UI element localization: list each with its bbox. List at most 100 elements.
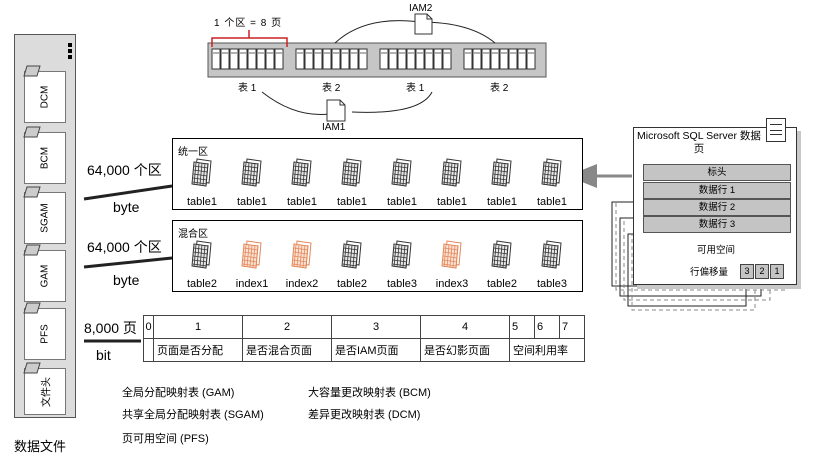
strip-page <box>415 48 425 70</box>
extent-group-label: 表 1 <box>238 83 257 94</box>
strip-page <box>229 48 239 70</box>
strip-page <box>406 48 416 70</box>
strip-page <box>274 48 284 70</box>
strip-page <box>388 48 398 70</box>
iam1-label: IAM1 <box>322 122 346 133</box>
bitmap-block-label: BCM <box>39 146 51 170</box>
data-page-icon <box>541 240 562 269</box>
extent-strip <box>207 42 547 78</box>
pfs-unit: bit <box>96 347 111 363</box>
page-header-row: 标头 <box>643 164 791 181</box>
uniform-extent-page: table1 <box>475 157 529 208</box>
mixed-extent-page: index2 <box>275 239 329 290</box>
mixed-connector-line <box>83 256 173 269</box>
page-owner-label: table2 <box>487 278 517 290</box>
extent-bracket <box>211 30 288 47</box>
uniform-connector-line <box>83 184 173 201</box>
pfs-bit-table: 0 1 2 3 4 5 6 7 页面是否分配 是否混合页面 是否IAM页面 是否… <box>143 315 585 362</box>
bitmap-block: PFS <box>23 302 66 360</box>
mini-page-icon <box>23 244 41 256</box>
bitmap-block-label: DCM <box>39 85 51 109</box>
strip-page <box>379 48 389 70</box>
page-owner-label: table1 <box>287 196 317 208</box>
strip-page <box>331 48 341 70</box>
data-page-icon <box>241 158 262 187</box>
mini-page-icon <box>23 302 41 314</box>
page-owner-label: table2 <box>187 278 217 290</box>
strip-page <box>304 48 314 70</box>
uniform-extent-title: 统一区 <box>178 147 208 158</box>
free-space-label: 可用空间 <box>696 245 735 256</box>
page-owner-label: table1 <box>237 196 267 208</box>
bitmap-block: DCM <box>23 65 66 123</box>
mixed-extent-title: 混合区 <box>178 229 208 240</box>
bit-0-meaning <box>143 338 154 362</box>
strip-page <box>220 48 230 70</box>
page-owner-label: index2 <box>285 278 319 290</box>
data-page-icon <box>191 158 212 187</box>
data-row-3: 数据行 3 <box>643 216 791 233</box>
data-row-1: 数据行 1 <box>643 182 791 199</box>
page-owner-label: table1 <box>487 196 517 208</box>
bitmap-block: GAM <box>23 244 66 302</box>
legend-bcm: 大容量更改映射表 (BCM) <box>308 387 431 399</box>
bitmap-block: 文件头 <box>23 362 66 415</box>
sql-page-title: Microsoft SQL Server 数据页 <box>637 130 761 155</box>
bitmap-block: BCM <box>23 126 66 184</box>
legend-gam: 全局分配映射表 (GAM) <box>122 387 235 399</box>
page-owner-label: table1 <box>387 196 417 208</box>
strip-page <box>256 48 266 70</box>
strip-page <box>481 48 491 70</box>
more-dots-icon <box>68 43 72 59</box>
mixed-extent-page: index3 <box>425 239 479 290</box>
uniform-extent: 统一区 table1 table1 table1 table1 table1 table1… <box>172 138 583 210</box>
uniform-extent-count: 64,000 个区 <box>87 162 162 178</box>
uniform-extent-page: table1 <box>325 157 379 208</box>
strip-page <box>463 48 473 70</box>
uniform-extent-page: table1 <box>275 157 329 208</box>
data-page-icon <box>491 158 512 187</box>
mixed-extent-page: table2 <box>175 239 229 290</box>
mini-page-icon <box>23 186 41 198</box>
strip-page <box>340 48 350 70</box>
bits-5-7-meaning: 空间利用率 <box>509 338 585 362</box>
bit-7: 7 <box>559 315 585 339</box>
row-offset-slot-1: 1 <box>770 264 784 279</box>
mixed-unit: byte <box>113 272 140 288</box>
extent-group-label: 表 2 <box>322 83 341 94</box>
page-owner-label: table1 <box>537 196 567 208</box>
strip-page <box>349 48 359 70</box>
strip-page <box>295 48 305 70</box>
bitmap-block: SGAM <box>23 186 66 244</box>
data-page-icon <box>541 158 562 187</box>
strip-page <box>322 48 332 70</box>
strip-page <box>313 48 323 70</box>
data-page-icon <box>341 240 362 269</box>
page-owner-label: table3 <box>387 278 417 290</box>
bit-4-meaning: 是否幻影页面 <box>420 338 510 362</box>
bit-3: 3 <box>331 315 421 339</box>
strip-page <box>265 48 275 70</box>
index-page-icon <box>241 240 262 269</box>
strip-page <box>517 48 527 70</box>
uniform-extent-page: table1 <box>425 157 479 208</box>
legend-dcm: 差异更改映射表 (DCM) <box>308 409 421 421</box>
sql-server-data-page: Microsoft SQL Server 数据页 标头 数据行 1 数据行 2 … <box>633 118 797 285</box>
legend-sgam: 共享全局分配映射表 (SGAM) <box>122 409 264 421</box>
row-offset-slot-3: 3 <box>740 264 754 279</box>
strip-page <box>424 48 434 70</box>
strip-page <box>397 48 407 70</box>
mini-page-icon <box>23 126 41 138</box>
mixed-extent-page: table3 <box>375 239 429 290</box>
strip-page <box>508 48 518 70</box>
row-offset-dashed-lines <box>615 202 786 311</box>
bit-2: 2 <box>242 315 332 339</box>
legend-pfs: 页可用空间 (PFS) <box>122 433 209 445</box>
strip-page <box>499 48 509 70</box>
uniform-extent-page: table1 <box>525 157 579 208</box>
iam2-document-icon <box>414 13 433 35</box>
page-owner-label: index3 <box>435 278 469 290</box>
uniform-extent-page: table1 <box>175 157 229 208</box>
